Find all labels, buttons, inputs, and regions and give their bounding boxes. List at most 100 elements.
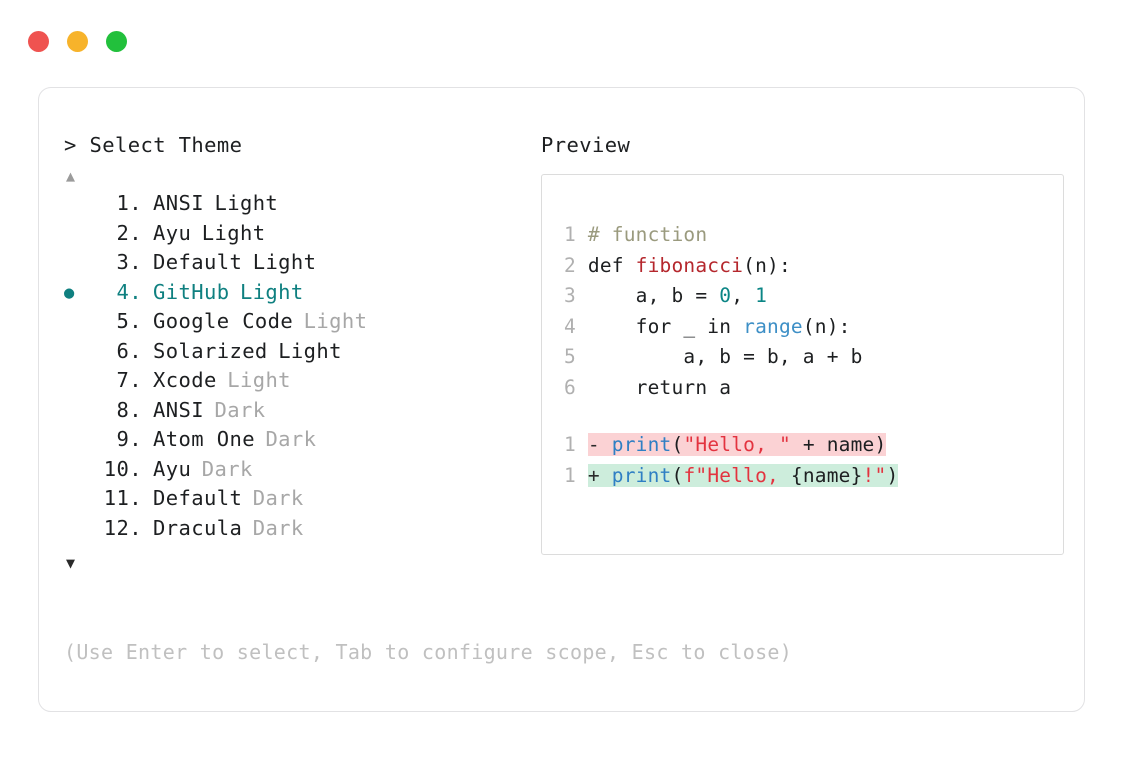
- diff-line-content: - print("Hello, " + name): [587, 433, 887, 456]
- code-token: + name): [790, 433, 887, 456]
- code-token: !": [862, 463, 887, 487]
- window-traffic-lights: [28, 31, 127, 52]
- code-line: 5 a, b = b, a + b: [564, 345, 1063, 376]
- theme-item-number: 6.: [103, 338, 142, 363]
- theme-item-variant: Light: [214, 191, 279, 215]
- page-title: > Select Theme: [64, 133, 243, 157]
- theme-item-name: Solarized: [153, 338, 268, 363]
- code-token: return a: [587, 375, 732, 399]
- theme-item-number: 5.: [103, 309, 142, 333]
- theme-item-name: Dracula: [153, 515, 243, 540]
- code-token: ): [886, 463, 899, 487]
- diff-marker: +: [587, 463, 612, 487]
- theme-item-name: Default: [153, 250, 243, 274]
- code-line: 6 return a: [564, 376, 1063, 407]
- line-number: 1: [564, 433, 588, 456]
- theme-item-variant: Dark: [214, 397, 266, 422]
- code-spacer: [564, 406, 1063, 433]
- theme-item-name: Ayu: [153, 220, 192, 245]
- line-number: 2: [564, 253, 588, 277]
- diff-line-content: + print(f"Hello, {name}!"): [587, 463, 899, 487]
- window-close-button[interactable]: [28, 31, 49, 52]
- code-token: # function: [587, 223, 708, 246]
- scroll-up-icon[interactable]: ▲: [66, 167, 76, 185]
- line-number: 1: [564, 223, 588, 246]
- code-token: range: [743, 314, 803, 338]
- window-maximize-button[interactable]: [106, 31, 127, 52]
- theme-item-number: 10.: [103, 456, 142, 481]
- theme-list-item[interactable]: 11. Default Dark: [64, 486, 534, 516]
- theme-item-number: 1.: [103, 191, 142, 215]
- theme-list-item[interactable]: 3. Default Light: [64, 250, 534, 280]
- theme-item-variant: Light: [252, 250, 317, 274]
- line-number: 1: [564, 463, 588, 487]
- code-token: f"Hello,: [683, 463, 791, 487]
- code-token: fibonacci: [635, 253, 744, 277]
- theme-item-variant: Light: [239, 279, 304, 304]
- preview-label: Preview: [541, 133, 631, 157]
- code-token: a, b =: [587, 284, 720, 307]
- theme-item-variant: Light: [278, 338, 342, 363]
- theme-item-number: 2.: [103, 220, 142, 245]
- keyboard-hint: (Use Enter to select, Tab to configure s…: [64, 640, 793, 664]
- theme-list-item[interactable]: 10. Ayu Dark: [64, 457, 534, 487]
- line-number: 3: [564, 284, 588, 307]
- code-token: ,: [731, 284, 756, 307]
- theme-list-item[interactable]: 6. Solarized Light: [64, 339, 534, 369]
- theme-list-item[interactable]: 1. ANSI Light: [64, 191, 534, 221]
- code-line: 3 a, b = 0, 1: [564, 284, 1063, 315]
- code-token: print: [611, 433, 672, 456]
- theme-item-number: 11.: [103, 486, 142, 510]
- theme-item-name: ANSI: [153, 191, 204, 215]
- window-minimize-button[interactable]: [67, 31, 88, 52]
- theme-item-variant: Dark: [252, 486, 304, 510]
- theme-item-variant: Light: [303, 309, 368, 333]
- diff-line-add: 1 + print(f"Hello, {name}!"): [564, 463, 1063, 495]
- code-token: 1: [755, 284, 768, 307]
- theme-item-number: 12.: [103, 515, 142, 540]
- code-line: 2 def fibonacci(n):: [564, 254, 1063, 285]
- theme-item-name: Ayu: [153, 456, 192, 481]
- theme-item-variant: Dark: [201, 456, 253, 481]
- theme-item-name: GitHub: [153, 279, 230, 304]
- diff-marker: -: [587, 433, 612, 456]
- code-line: 4 for _ in range(n):: [564, 315, 1063, 346]
- theme-item-name: Xcode: [153, 368, 217, 392]
- code-token: print: [611, 463, 672, 487]
- code-token: a, b = b, a + b: [587, 345, 863, 368]
- line-number: 4: [564, 314, 588, 338]
- code-token: (n):: [802, 314, 851, 338]
- code-token: (: [671, 433, 684, 456]
- theme-item-number: 3.: [103, 250, 142, 274]
- code-token: def: [587, 253, 636, 277]
- theme-item-variant: Light: [227, 368, 291, 392]
- code-token: 0: [719, 284, 732, 307]
- theme-list-item[interactable]: ● 4. GitHub Light: [64, 280, 534, 310]
- line-number: 5: [564, 345, 588, 368]
- theme-item-name: Atom One: [153, 427, 255, 451]
- theme-item-variant: Dark: [265, 427, 317, 451]
- code-token: "Hello, ": [683, 433, 791, 456]
- code-token: (n):: [743, 253, 791, 277]
- theme-item-name: Default: [153, 486, 243, 510]
- code-token: for _ in: [587, 314, 744, 338]
- theme-item-number: 4.: [103, 279, 142, 304]
- code-token: (: [671, 463, 684, 487]
- scroll-down-icon[interactable]: ▼: [66, 554, 76, 572]
- theme-item-name: ANSI: [153, 397, 204, 422]
- line-number: 6: [564, 375, 588, 399]
- selected-bullet-icon: ●: [64, 282, 75, 303]
